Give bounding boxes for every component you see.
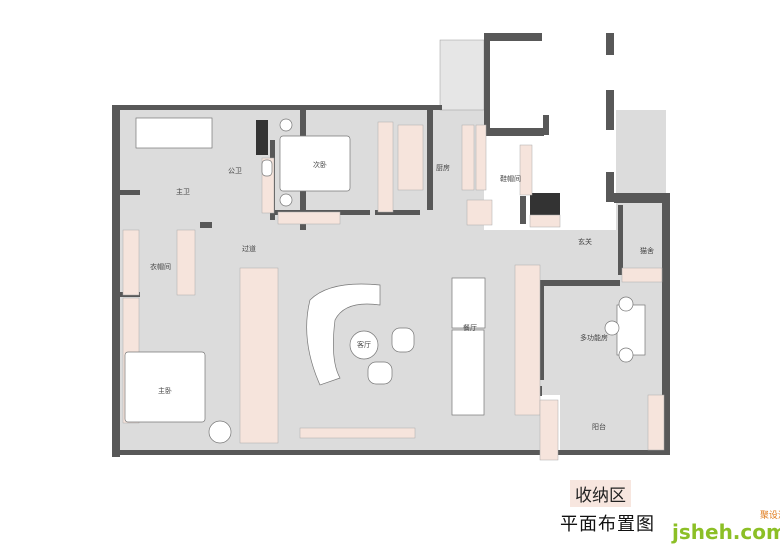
room-label-cloakroom: 衣帽间 bbox=[150, 263, 171, 271]
armchair bbox=[367, 361, 393, 385]
multi-room-table bbox=[616, 304, 646, 356]
nightstand-lamp bbox=[279, 118, 293, 132]
coffee-table bbox=[349, 330, 379, 360]
chair bbox=[618, 347, 634, 363]
room-label-living-room: 客厅 bbox=[357, 341, 371, 349]
toilet bbox=[261, 159, 273, 177]
furniture bbox=[124, 117, 646, 444]
armchair bbox=[391, 327, 415, 353]
bed-second bbox=[279, 135, 351, 192]
room-label-guest-bath: 公卫 bbox=[228, 167, 242, 175]
plan-title: 平面布置图 bbox=[560, 514, 655, 535]
logo-text: jsheh.com bbox=[672, 520, 780, 544]
legend-storage: 收纳区 bbox=[570, 480, 631, 507]
room-label-cat-room: 猫舍 bbox=[640, 247, 654, 255]
room-label-multi-room: 多功能房 bbox=[580, 334, 608, 342]
bed-master bbox=[124, 351, 206, 423]
room-label-balcony: 阳台 bbox=[592, 423, 606, 431]
dining-table bbox=[451, 329, 485, 416]
room-label-kitchen: 厨房 bbox=[436, 164, 450, 172]
room-label-second-bedroom: 次卧 bbox=[313, 161, 327, 169]
bathtub bbox=[135, 117, 213, 149]
room-label-shoe-room: 鞋帽间 bbox=[500, 175, 521, 183]
chair bbox=[618, 296, 634, 312]
nightstand-lamp bbox=[279, 193, 293, 207]
storage-areas bbox=[122, 121, 665, 461]
sofa bbox=[306, 283, 381, 386]
room-label-corridor: 过道 bbox=[242, 245, 256, 253]
room-label-entrance: 玄关 bbox=[578, 238, 592, 246]
dining-island bbox=[451, 277, 486, 329]
logo: 聚设汇 jsheh.com bbox=[672, 511, 780, 543]
room-label-master-bedroom: 主卧 bbox=[158, 387, 172, 395]
room-label-master-bath: 主卫 bbox=[176, 188, 190, 196]
logo-cn: 聚设汇 bbox=[759, 511, 780, 521]
service-balcony bbox=[439, 39, 485, 111]
room-label-dining-room: 餐厅 bbox=[463, 324, 477, 332]
chair bbox=[604, 320, 620, 336]
side-table bbox=[208, 420, 232, 444]
